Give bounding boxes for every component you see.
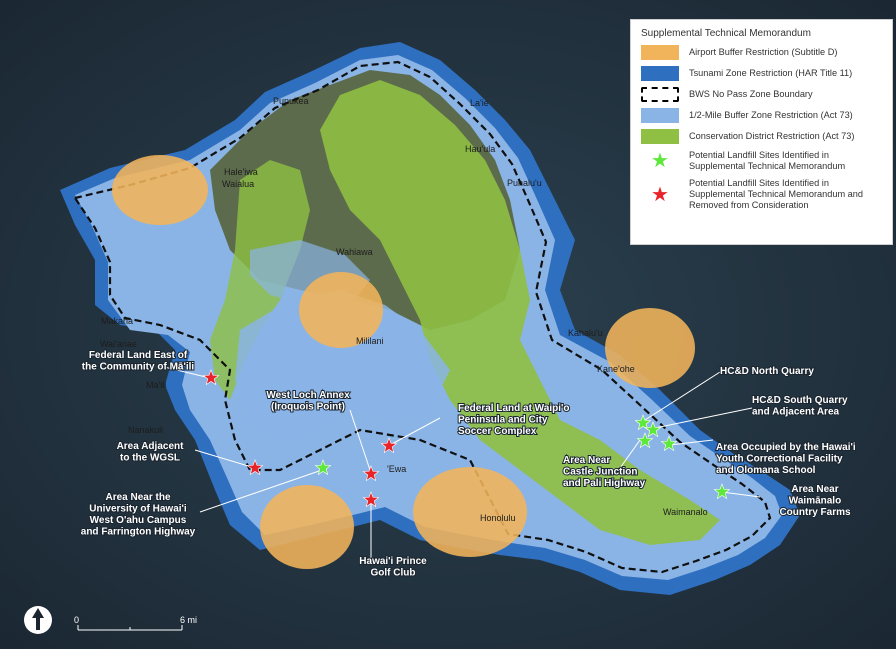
site-callout-uh-west: University of Hawai'i (89, 504, 187, 515)
site-callout-hcd-south: HC&D South Quarry (752, 395, 848, 406)
place-label: Punalu'u (507, 178, 542, 188)
legend-label: Tsunami Zone Restriction (HAR Title 11) (689, 68, 853, 78)
green-star-icon[interactable] (636, 432, 654, 449)
place-label: Kahalu'u (568, 328, 603, 338)
site-callout-hcd-north: HC&D North Quarry (720, 366, 814, 377)
legend-item-bws: BWS No Pass Zone Boundary (641, 87, 884, 102)
legend-label: Conservation District Restriction (Act 7… (689, 131, 855, 141)
green-star-icon: ★ (651, 150, 669, 172)
site-callout-youth-facility: Area Occupied by the Hawai'i (716, 442, 856, 453)
site-callout-federal-maili: Federal Land East of (89, 350, 188, 361)
site-callout-uh-west: West O'ahu Campus (90, 515, 187, 526)
green-star-icon[interactable] (713, 483, 731, 500)
green-star-icon[interactable] (314, 459, 332, 476)
site-callout-federal-waipio: Federal Land at Waipi'o (458, 403, 569, 414)
place-label: Waialua (222, 179, 254, 189)
green-star-icon[interactable] (644, 421, 662, 438)
site-callout-castle: Area Near (563, 455, 610, 466)
place-label: Makaha (101, 316, 133, 326)
conservation-district (320, 80, 720, 545)
legend-label: BWS No Pass Zone Boundary (689, 89, 813, 99)
red-star-icon[interactable] (362, 465, 380, 482)
scale-end-label: 6 mi (180, 615, 197, 625)
place-label: La'ie (470, 98, 489, 108)
legend-label: Potential Landfill Sites Identified in S… (689, 150, 846, 171)
legend-label: Airport Buffer Restriction (Subtitle D) (689, 47, 838, 57)
site-callout-youth-facility: and Olomana School (716, 465, 816, 476)
place-label: Pupukea (273, 96, 309, 106)
airport-buffer-dillingham (112, 155, 208, 225)
legend-item-half-mile: 1/2-Mile Buffer Zone Restriction (Act 73… (641, 108, 884, 123)
place-label: Ma'ili (146, 380, 166, 390)
site-callout-west-loch: (Iroquois Point) (271, 402, 345, 413)
legend-item-removed-sites: ★ Potential Landfill Sites Identified in… (641, 178, 884, 211)
legend-item-tsunami: Tsunami Zone Restriction (HAR Title 11) (641, 66, 884, 81)
place-label: Nanakuli (128, 425, 163, 435)
airport-buffer-wheeler (299, 272, 383, 348)
site-callout-prince-golf: Hawai'i Prince (359, 556, 427, 567)
site-callout-federal-maili: the Community of Mā'ili (82, 362, 195, 373)
green-star-icon[interactable] (660, 435, 678, 452)
site-callout-federal-waipio: Peninsula and City (458, 415, 548, 426)
legend-label: Potential Landfill Sites Identified in S… (689, 178, 863, 210)
airport-buffer-kalaeloa (260, 485, 354, 569)
leader-lines (159, 365, 761, 560)
legend-label: 1/2-Mile Buffer Zone Restriction (Act 73… (689, 110, 853, 120)
place-label: Wahiawa (336, 247, 373, 257)
site-callout-castle: and Pali Highway (563, 478, 646, 489)
buffer-interior (235, 290, 450, 440)
conservation-swatch (641, 129, 679, 144)
site-callout-wgsl: to the WGSL (120, 453, 180, 464)
site-callout-waimanalo-farms: Country Farms (779, 507, 851, 518)
site-callout-youth-facility: Youth Correctional Facility (716, 454, 843, 465)
airport-buffer-honolulu (413, 467, 527, 557)
legend-item-airport-buffer: Airport Buffer Restriction (Subtitle D) (641, 45, 884, 60)
place-label: Waimanalo (663, 507, 708, 517)
scale-start-label: 0 (74, 615, 79, 625)
site-callout-uh-west: and Farrington Highway (81, 527, 196, 538)
red-star-icon[interactable] (362, 491, 380, 508)
green-star-icon[interactable] (634, 414, 652, 431)
airport-buffer-kaneohe (605, 308, 695, 388)
place-label: 'Ewa (387, 464, 406, 474)
north-arrow-icon (24, 606, 52, 634)
place-label: Hale'iwa (224, 167, 258, 177)
place-label: Wai'anae (100, 339, 137, 349)
site-callout-prince-golf: Golf Club (371, 568, 416, 579)
legend: Supplemental Technical Memorandum Airpor… (630, 19, 893, 245)
place-label: Hau'ula (465, 144, 495, 154)
site-callout-wgsl: Area Adjacent (117, 441, 185, 452)
site-callout-west-loch: West Loch Annex (266, 390, 350, 401)
red-star-icon[interactable] (246, 459, 264, 476)
legend-item-potential-sites: ★ Potential Landfill Sites Identified in… (641, 150, 884, 172)
place-label: Mililani (356, 336, 384, 346)
bws-no-pass-boundary (73, 60, 772, 574)
legend-item-conservation: Conservation District Restriction (Act 7… (641, 129, 884, 144)
bws-boundary-swatch (641, 87, 679, 102)
site-callout-federal-waipio: Soccer Complex (458, 426, 537, 437)
place-label: Honolulu (480, 513, 516, 523)
site-callout-hcd-south: and Adjacent Area (752, 407, 839, 418)
site-callout-waimanalo-farms: Area Near (791, 484, 838, 495)
scale-bar (77, 625, 183, 631)
red-star-icon[interactable] (202, 369, 220, 386)
site-callout-castle: Castle Junction (563, 467, 637, 478)
red-star-icon: ★ (651, 183, 669, 206)
site-callout-uh-west: Area Near the (105, 492, 170, 503)
red-star-icon[interactable] (380, 437, 398, 454)
half-mile-swatch (641, 108, 679, 123)
tsunami-swatch (641, 66, 679, 81)
legend-title: Supplemental Technical Memorandum (641, 28, 811, 39)
place-label: Kane'ohe (597, 364, 635, 374)
site-callout-waimanalo-farms: Waimānalo (789, 496, 841, 507)
airport-buffer-swatch (641, 45, 679, 60)
